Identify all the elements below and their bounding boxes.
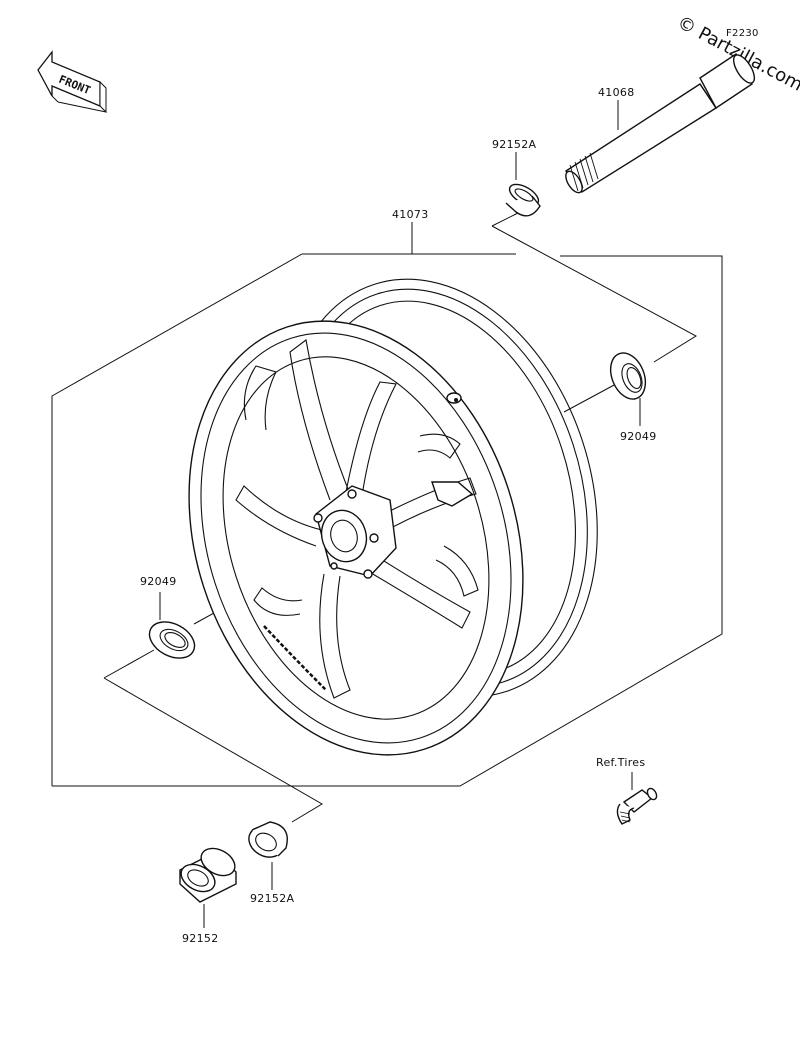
assembly-frame-lines xyxy=(51,212,723,823)
part-number-92049-left: 92049 xyxy=(140,575,177,588)
wheel-41073 xyxy=(188,278,598,756)
part-number-41068: 41068 xyxy=(598,86,635,99)
air-valve-icon xyxy=(616,787,658,825)
axle-41068 xyxy=(564,52,756,194)
part-number-92152A-bottom: 92152A xyxy=(250,892,294,905)
figure-code: F2230 xyxy=(726,28,759,39)
part-number-92152: 92152 xyxy=(182,932,219,945)
part-number-41073: 41073 xyxy=(392,208,429,221)
front-arrow-icon: FRONT xyxy=(37,50,107,114)
part-number-92049-right: 92049 xyxy=(620,430,657,443)
oil-seal-92049-left xyxy=(148,621,196,659)
collar-92152A-bottom xyxy=(248,821,288,858)
oil-seal-92049-right xyxy=(609,352,647,400)
spacer-92152 xyxy=(179,847,237,903)
ref-tires-label: Ref.Tires xyxy=(596,756,645,769)
collar-92152A-top xyxy=(505,183,541,217)
part-number-92152A-top: 92152A xyxy=(492,138,536,151)
